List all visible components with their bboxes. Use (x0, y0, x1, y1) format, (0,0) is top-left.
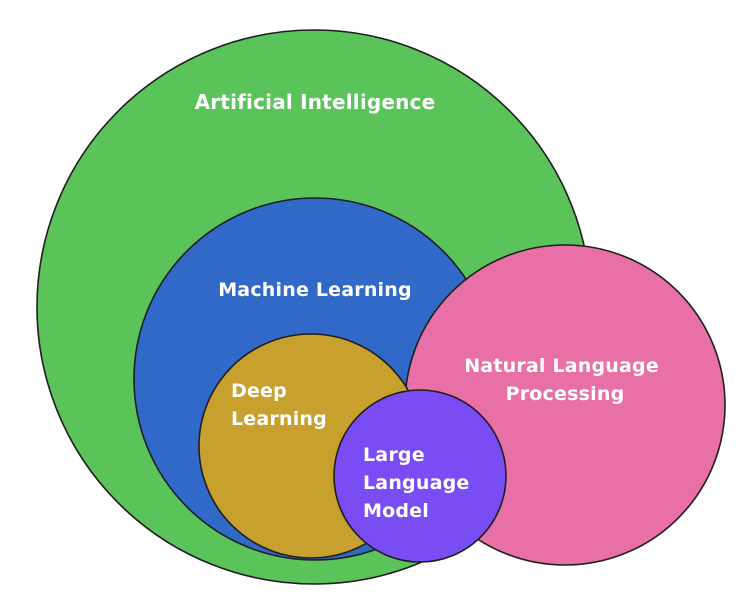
llm-label-line-2: Language (363, 472, 470, 494)
dl-label: Deep Learning (231, 380, 327, 430)
ai-label: Artificial Intelligence (195, 90, 436, 114)
nlp-label-line-1: Natural Language (464, 355, 659, 377)
ml-label: Machine Learning (218, 279, 412, 301)
dl-label-line-2: Learning (231, 408, 327, 430)
llm-label-line-3: Model (363, 500, 429, 522)
llm-circle (333, 389, 507, 563)
dl-label-line-1: Deep (231, 380, 287, 402)
llm-label: Large Language Model (363, 444, 476, 522)
nlp-label: Natural Language Processing (464, 355, 666, 405)
nlp-label-line-2: Processing (506, 383, 625, 405)
llm-label-line-1: Large (363, 444, 425, 466)
